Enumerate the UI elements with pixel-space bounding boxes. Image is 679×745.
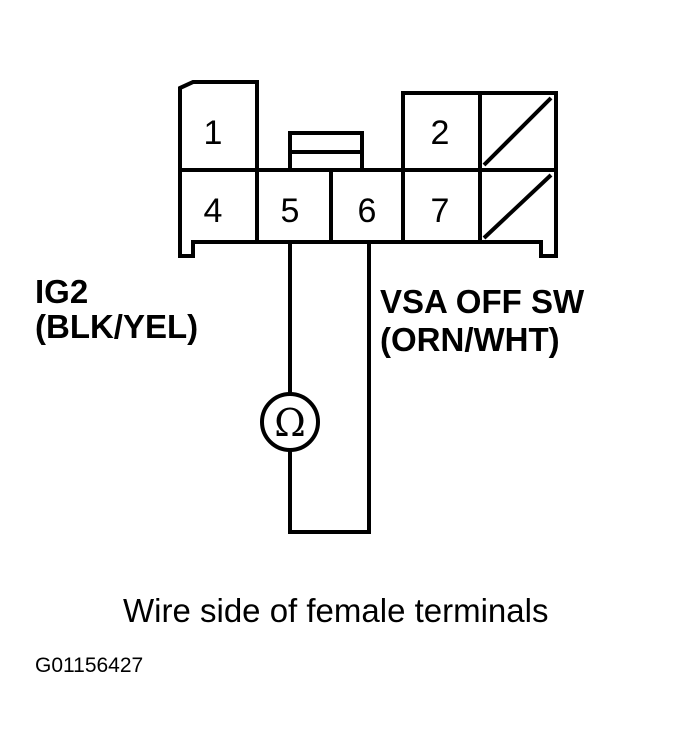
empty-cavity-mark xyxy=(482,96,553,167)
left-wire-label-line2: (BLK/YEL) xyxy=(35,308,198,345)
diagram-caption: Wire side of female terminals xyxy=(123,592,548,629)
terminal-1: 1 xyxy=(204,114,223,152)
wire-vsa-off-sw xyxy=(288,242,371,534)
right-wire-label-line1: VSA OFF SW xyxy=(380,283,585,320)
right-wire-label-line2: (ORN/WHT) xyxy=(380,321,560,358)
terminal-2: 2 xyxy=(431,114,450,152)
connector-outline xyxy=(178,80,558,258)
terminal-4: 4 xyxy=(204,192,223,230)
figure-id: G01156427 xyxy=(35,654,143,677)
terminal-6: 6 xyxy=(358,192,377,230)
ohm-symbol: Ω xyxy=(274,401,306,445)
terminal-7: 7 xyxy=(431,192,450,230)
terminal-5: 5 xyxy=(281,192,300,230)
empty-cavity-mark xyxy=(482,173,553,240)
left-wire-label-line1: IG2 xyxy=(35,273,88,310)
